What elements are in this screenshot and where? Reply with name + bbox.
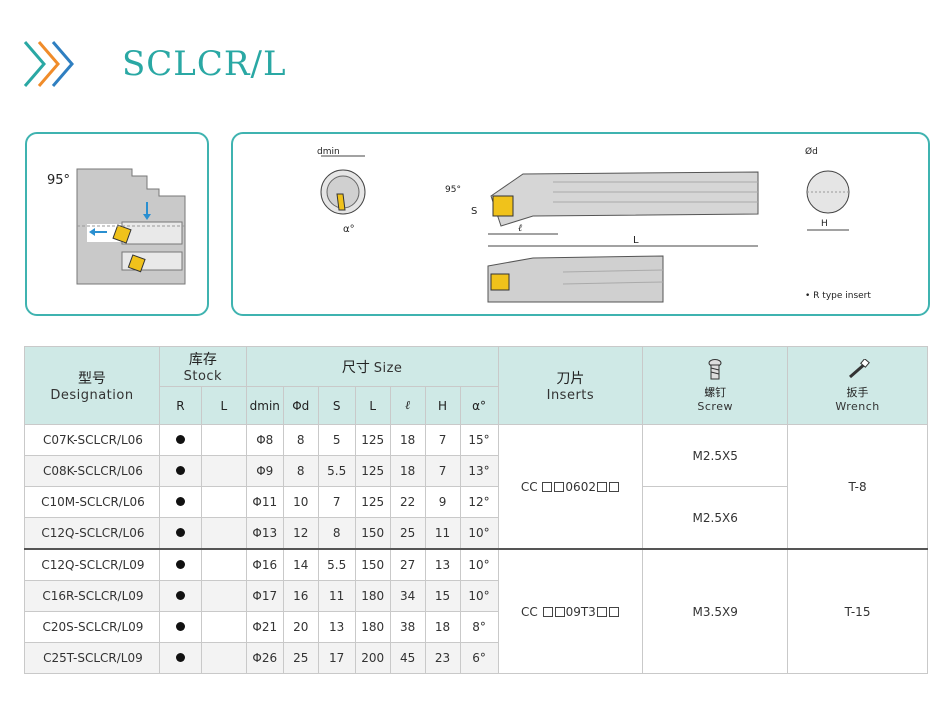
spec-table: 型号 Designation 库存 Stock 尺寸 Size 刀片 Inser… — [24, 346, 928, 674]
phi-d-label: Ød — [805, 146, 818, 157]
designation-header: 型号 Designation — [24, 346, 160, 425]
l-header: ℓ — [389, 386, 426, 425]
wrench-cell: T-8 — [787, 424, 928, 550]
L-header: L — [354, 386, 391, 425]
insert-group-2: CC 09T3 — [497, 548, 644, 674]
H-label: H — [821, 219, 828, 229]
s-header: S — [317, 386, 356, 425]
l-small-label: ℓ — [518, 223, 522, 234]
screw-icon — [708, 358, 722, 379]
chevron-logo-icon — [23, 41, 74, 87]
screw-cell: M2.5X5 — [642, 424, 789, 487]
wrench-cell: T-15 — [787, 548, 928, 674]
insert-group-1: CC 0602 — [497, 424, 644, 550]
r-type-note: • R type insert — [805, 291, 871, 301]
stock-r-header: R — [158, 386, 202, 425]
L-label: L — [633, 235, 639, 246]
wrench-icon — [848, 357, 870, 378]
wrench-header: 扳手 Wrench — [787, 346, 928, 425]
angle-95-label: 95° — [445, 185, 461, 195]
screw-cell: M2.5X6 — [642, 486, 789, 550]
s-label: S — [471, 206, 477, 217]
size-header: 尺寸 Size — [245, 346, 499, 387]
stock-l-header: L — [200, 386, 247, 425]
screw-cell: M3.5X9 — [642, 548, 789, 674]
angle-label: 95° — [47, 173, 70, 188]
page-title: SCLCR/L — [122, 44, 287, 84]
dmin-label: dmin — [317, 147, 340, 157]
tool-dimension-panel: dmin α° 95° S ℓ L Ød H • R type insert — [231, 132, 930, 316]
inserts-header: 刀片 Inserts — [497, 346, 644, 425]
boring-angle-panel: 95° — [25, 132, 209, 316]
phi-d-header: Φd — [282, 386, 319, 425]
stock-header: 库存 Stock — [158, 346, 247, 387]
alpha-header: α° — [459, 386, 499, 425]
screw-header: 螺钉 Screw — [642, 346, 789, 425]
alpha-label: α° — [343, 224, 355, 235]
H-header: H — [424, 386, 461, 425]
dmin-header: dmin — [245, 386, 284, 425]
